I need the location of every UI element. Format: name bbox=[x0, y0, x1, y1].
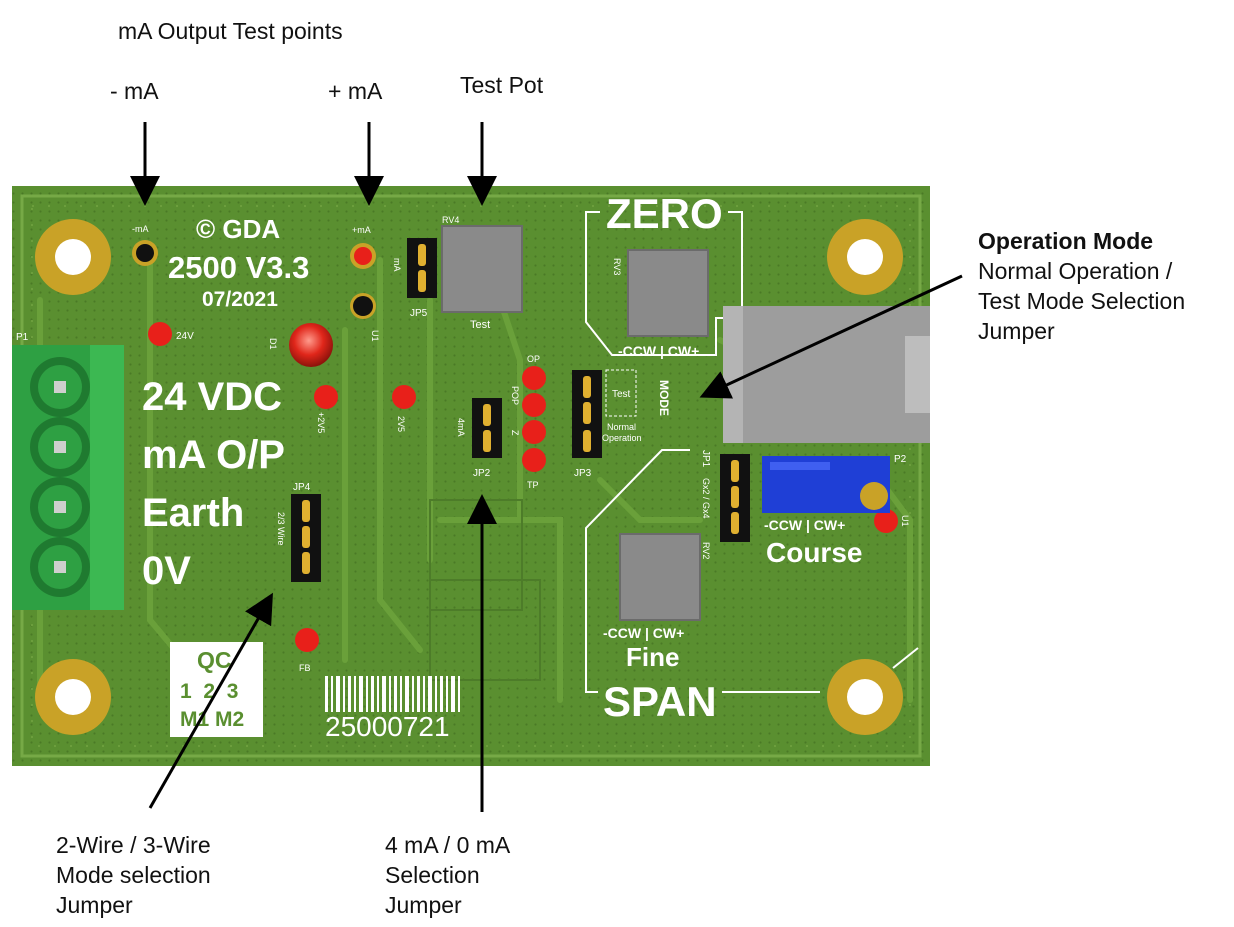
silk-d1: D1 bbox=[268, 338, 278, 350]
board-model: 2500 V3.3 bbox=[168, 250, 309, 285]
ma-selection-line: 4 mA / 0 mA bbox=[385, 832, 511, 858]
test-point-minus-ma bbox=[132, 240, 158, 266]
wire-mode-line: 2-Wire / 3-Wire bbox=[56, 832, 211, 858]
silk-rv4: RV4 bbox=[442, 215, 459, 225]
led-d1 bbox=[289, 323, 333, 367]
ma-selection-annotation: 4 mA / 0 mA Selection Jumper bbox=[385, 830, 510, 920]
power-label-24vdc: 24 VDC bbox=[142, 375, 282, 419]
pot-rv4 bbox=[441, 225, 523, 313]
jumper-jp1 bbox=[720, 454, 750, 542]
qc-row2: M1 M2 bbox=[180, 708, 244, 731]
arrow-operation-mode bbox=[699, 274, 963, 399]
silk-2v5-b: 2V5 bbox=[396, 416, 406, 432]
qc-row1: 1 2 3 bbox=[180, 680, 238, 703]
silk-2v5-a: +2V5 bbox=[316, 412, 326, 433]
zero-direction: -CCW | CW+ bbox=[618, 343, 699, 359]
span-label: SPAN bbox=[603, 678, 717, 725]
silk-gain: Gx2 / Gx4 bbox=[701, 478, 711, 519]
silk-rv2: RV2 bbox=[701, 542, 711, 559]
ma-selection-line: Selection bbox=[385, 862, 480, 888]
ma-selection-line: Jumper bbox=[385, 892, 462, 918]
plus-ma-label: + mA bbox=[328, 78, 383, 104]
qc-title: QC bbox=[197, 647, 232, 673]
zero-label: ZERO bbox=[606, 190, 723, 237]
silk-mode: MODE bbox=[657, 380, 671, 416]
mounting-holes bbox=[35, 219, 903, 735]
operation-mode-title: Operation Mode bbox=[978, 228, 1154, 254]
wire-mode-line: Jumper bbox=[56, 892, 133, 918]
silk-test: Test bbox=[470, 319, 490, 331]
silk-p1: P1 bbox=[16, 332, 29, 343]
jumper-jp2 bbox=[472, 398, 502, 458]
serial-number: 25000721 bbox=[325, 711, 450, 742]
trimmer-course bbox=[762, 456, 890, 513]
silk-op: OP bbox=[527, 354, 540, 364]
silk-tp: TP bbox=[527, 480, 539, 490]
output-test-points-label: mA Output Test points bbox=[118, 18, 343, 44]
silk-u1: U1 bbox=[370, 330, 380, 342]
annotation-arrows bbox=[130, 122, 963, 812]
silk-operation: Operation bbox=[602, 433, 642, 443]
test-points-output bbox=[522, 366, 546, 472]
silk-minus-ma: -mA bbox=[132, 224, 149, 234]
silk-4ma: 4mA bbox=[456, 418, 466, 437]
silk-normal: Normal bbox=[607, 422, 636, 432]
silk-wire: 2/3 Wire bbox=[276, 512, 286, 546]
test-point-plus-ma bbox=[350, 243, 376, 269]
silk-jp5-ma: mA bbox=[392, 258, 402, 272]
test-point-u1 bbox=[350, 293, 376, 319]
silk-rv3: RV3 bbox=[612, 258, 622, 275]
silk-jp5: JP5 bbox=[410, 308, 428, 319]
test-pot-label: Test Pot bbox=[460, 72, 544, 98]
course-label: Course bbox=[766, 537, 862, 568]
silk-p2: P2 bbox=[894, 454, 907, 465]
operation-mode-line: Normal Operation / bbox=[978, 258, 1173, 284]
terminal-block-p1 bbox=[12, 345, 124, 610]
silk-jp3: JP3 bbox=[574, 468, 592, 479]
test-point-24v bbox=[148, 322, 172, 346]
power-label-ma-op: mA O/P bbox=[142, 433, 285, 477]
fine-direction: -CCW | CW+ bbox=[603, 625, 684, 641]
silk-jp2: JP2 bbox=[473, 468, 491, 479]
connector-block bbox=[723, 306, 930, 443]
board-copyright: © GDA bbox=[196, 214, 280, 244]
test-point-2v5-b bbox=[392, 385, 416, 409]
silk-jp1: JP1 bbox=[700, 450, 711, 468]
wire-mode-annotation: 2-Wire / 3-Wire Mode selection Jumper bbox=[56, 830, 211, 920]
pot-rv2-fine bbox=[619, 533, 701, 621]
test-point-2v5-a bbox=[314, 385, 338, 409]
arrow-wire-mode bbox=[148, 592, 273, 809]
fine-label: Fine bbox=[626, 642, 679, 672]
silk-plus-ma: +mA bbox=[352, 225, 371, 235]
operation-mode-annotation: Operation Mode Normal Operation / Test M… bbox=[978, 226, 1185, 346]
silk-test-mode: Test bbox=[612, 389, 631, 400]
silk-jp4: JP4 bbox=[293, 482, 311, 493]
jumper-jp4 bbox=[291, 494, 321, 582]
pot-rv3-zero bbox=[627, 249, 709, 337]
silk-fb: FB bbox=[299, 663, 311, 673]
wire-mode-line: Mode selection bbox=[56, 862, 211, 888]
course-direction: -CCW | CW+ bbox=[764, 517, 845, 533]
minus-ma-label: - mA bbox=[110, 78, 159, 104]
test-point-course-right bbox=[874, 509, 898, 533]
barcode bbox=[325, 676, 460, 712]
jumper-jp5 bbox=[407, 238, 437, 298]
silk-z: Z bbox=[510, 430, 520, 436]
power-label-0v: 0V bbox=[142, 549, 191, 593]
operation-mode-line: Test Mode Selection bbox=[978, 288, 1186, 314]
silk-pop: POP bbox=[510, 386, 520, 405]
jumper-jp3 bbox=[572, 370, 602, 458]
silk-24v: 24V bbox=[176, 331, 194, 342]
operation-mode-line: Jumper bbox=[978, 318, 1055, 344]
power-label-earth: Earth bbox=[142, 491, 244, 535]
silk-u1-right: U1 bbox=[900, 515, 910, 527]
test-point-fb bbox=[295, 628, 319, 652]
board-date: 07/2021 bbox=[202, 288, 278, 311]
